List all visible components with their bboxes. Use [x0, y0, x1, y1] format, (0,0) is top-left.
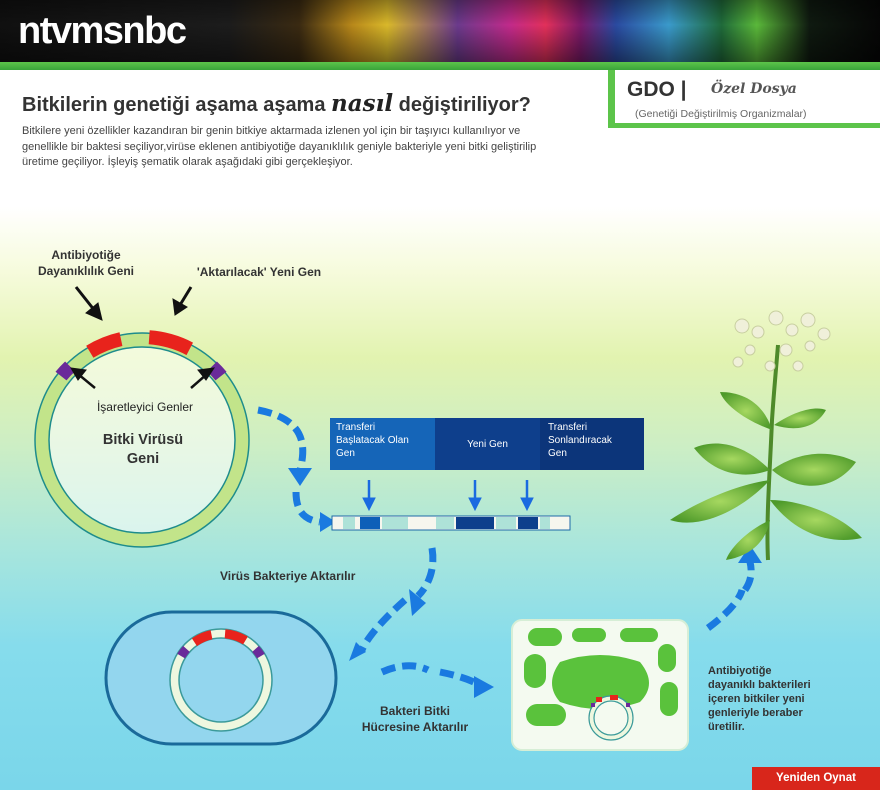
- badge-gdo: GDO |: [627, 78, 687, 101]
- badge-special-file: Özel Dosya: [711, 81, 797, 97]
- page-title: Bitkilerin genetiği aşama aşama nasıl de…: [22, 90, 531, 117]
- plant-virus-ring: [34, 332, 250, 548]
- antibiotic-gene-segment: [86, 332, 123, 358]
- virus-to-bacteria-label: Virüs Bakteriye Aktarılır: [220, 569, 356, 583]
- transfer-start-gene-box: Transferi Başlatacak Olan Gen: [330, 418, 435, 470]
- flow-arrows: [257, 406, 755, 688]
- pointer-arrows: [70, 286, 216, 389]
- badge-subtitle: (Genetiği Değiştirilmiş Organizmalar): [635, 108, 807, 120]
- plant-illustration: [670, 310, 862, 561]
- marker-genes-label: İşaretleyici Genler: [96, 400, 194, 414]
- bacterium: [104, 610, 338, 746]
- header-divider: [0, 62, 880, 70]
- new-gene-box: Yeni Gen: [435, 418, 540, 470]
- title-emphasis: nasıl: [331, 90, 394, 117]
- intro-paragraph: Bitkilere yeni özellikler kazandıran bir…: [22, 125, 537, 168]
- strip-pointer-arrows: [362, 480, 534, 512]
- replay-button[interactable]: Yeniden Oynat: [752, 767, 880, 790]
- brand-logo[interactable]: ntvmsnbc: [18, 10, 187, 52]
- gene-sequence-strip: [331, 515, 571, 531]
- marker-gene-right: [207, 361, 227, 381]
- marker-gene-left: [55, 361, 75, 381]
- bacteria-to-cell-label: Bakteri Bitki Hücresine Aktarılır: [361, 704, 469, 734]
- gene-transfer-bar: Transferi Başlatacak Olan Gen Yeni Gen T…: [330, 418, 644, 470]
- new-gene-segment: [148, 330, 193, 356]
- section-badge: GDO | Özel Dosya (Genetiği Değiştirilmiş…: [608, 70, 880, 128]
- plant-cell: [511, 619, 689, 751]
- plant-virus-label: Bitki Virüsü Geni: [102, 432, 184, 467]
- antibiotic-gene-label: Antibiyotiğe Dayanıklılık Geni: [37, 248, 135, 278]
- transfer-end-gene-box: Transferi Sonlandıracak Gen: [540, 418, 644, 470]
- new-gene-label: 'Aktarılacak' Yeni Gen: [196, 265, 322, 279]
- flow-arrowheads: [288, 468, 762, 698]
- header-banner: ntvmsnbc: [0, 0, 880, 62]
- result-label: Antibiyotiğe dayanıklı bakterileri içere…: [708, 665, 811, 733]
